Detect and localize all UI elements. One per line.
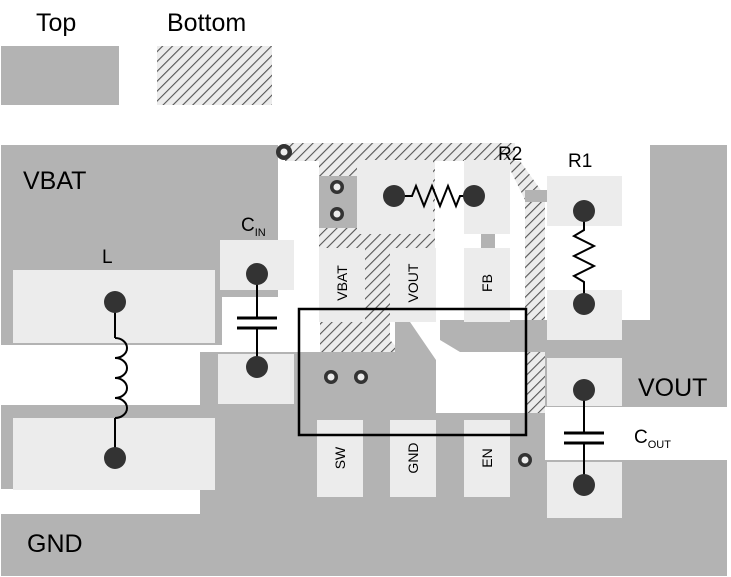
legend-bottom-label: Bottom (167, 9, 246, 37)
pin-label-vbat: VBAT (334, 265, 350, 301)
via (357, 373, 365, 381)
r1-symbol (571, 211, 597, 304)
via (521, 456, 529, 464)
inductor-terminal (104, 447, 126, 469)
pin-label-fb: FB (479, 274, 495, 292)
net-label-vout: VOUT (638, 374, 707, 402)
cout-terminal (573, 379, 595, 401)
pin-pad-sw (317, 420, 363, 497)
legend-top-swatch (1, 46, 119, 105)
r2-terminal (383, 185, 405, 207)
net-label-vbat: VBAT (23, 167, 86, 195)
net-label-gnd: GND (27, 530, 83, 558)
label-cout: COUT (634, 427, 671, 451)
cin-terminal (246, 263, 268, 285)
r1-terminal (573, 293, 595, 315)
pin-label-gnd: GND (405, 442, 421, 473)
pin-pad-en (464, 420, 510, 497)
label-inductor: L (102, 247, 113, 268)
cout-terminal (573, 474, 595, 496)
label-cin: CIN (241, 215, 266, 239)
vias (276, 144, 539, 472)
via (280, 148, 288, 156)
pin-label-vout: VOUT (405, 263, 421, 302)
label-r1: R1 (568, 151, 592, 172)
via (333, 210, 341, 218)
cin-terminal (246, 356, 268, 378)
label-r2: R2 (498, 144, 522, 165)
pin-label-sw: SW (332, 446, 348, 469)
r1-terminal (573, 200, 595, 222)
pin-pad-gnd (390, 420, 436, 497)
inductor-terminal (104, 291, 126, 313)
pin-label-en: EN (479, 448, 495, 467)
via (327, 373, 335, 381)
legend-top-label: Top (36, 9, 76, 37)
r2-symbol (394, 183, 474, 209)
ic-outline (297, 307, 528, 437)
r2-terminal (463, 185, 485, 207)
vout-pour (440, 145, 727, 407)
legend-bottom-swatch (157, 46, 272, 105)
via (333, 183, 341, 191)
